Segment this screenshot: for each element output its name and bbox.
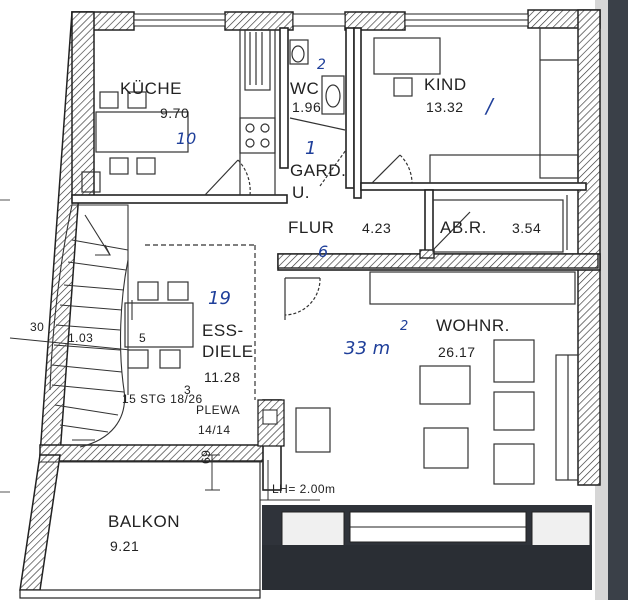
wc-fixtures <box>289 39 346 131</box>
room-name-flur: FLUR <box>288 218 335 237</box>
room-name-wc: WC <box>290 79 320 98</box>
note-wohnr: 33 m <box>344 338 391 359</box>
room-name-wohnr: WOHNR. <box>436 316 510 335</box>
kind-furniture <box>371 27 579 184</box>
tick-mark-kind: / <box>486 94 493 118</box>
room-area-wc: 1.96 <box>292 99 322 115</box>
room-area-essdiele: 11.28 <box>204 369 241 385</box>
note-wohnr-sup: 2 <box>400 319 409 334</box>
dim-1-03: 1.03 <box>68 331 94 345</box>
room-sub-gard: U. <box>292 183 310 202</box>
staircase <box>49 204 133 448</box>
note-flur: 6 <box>318 242 329 261</box>
room-name-gard: GARD. <box>290 161 347 180</box>
lh-annotation: LH= 2.00m <box>272 482 336 496</box>
living-furniture <box>284 271 579 485</box>
note-essdiele: 19 <box>208 288 231 309</box>
room-area-balkon: 9.21 <box>110 538 140 554</box>
room-name-essdiele-2: DIELE <box>202 342 254 361</box>
room-area-wohnr: 26.17 <box>438 344 476 360</box>
room-area-flur: 4.23 <box>362 220 392 236</box>
room-name-kueche: KÜCHE <box>120 79 183 98</box>
dining-table <box>124 244 256 400</box>
kitchen-furniture <box>81 29 276 196</box>
note-wc: 2 <box>317 57 326 73</box>
dim-69: 69 <box>199 449 213 464</box>
note-gard: 1 <box>305 138 317 159</box>
plewa-label: PLEWA <box>196 403 241 417</box>
room-area-kueche: 9.70 <box>160 105 190 121</box>
room-name-essdiele-1: ESS- <box>202 321 244 340</box>
stair-annotation: 15 STG 18/26 <box>122 392 203 406</box>
dim-3: 3 <box>184 383 192 397</box>
room-name-abr: AB.R. <box>440 218 487 237</box>
balcony <box>19 461 262 599</box>
room-area-kind: 13.32 <box>426 99 464 115</box>
dim-5: 5 <box>139 331 147 345</box>
plewa-size: 14/14 <box>198 423 231 437</box>
room-name-balkon: BALKON <box>108 512 180 531</box>
dim-30: 30 <box>30 320 45 334</box>
note-kueche: 10 <box>176 129 197 148</box>
room-name-kind: KIND <box>424 75 467 94</box>
room-area-abr: 3.54 <box>512 220 542 236</box>
